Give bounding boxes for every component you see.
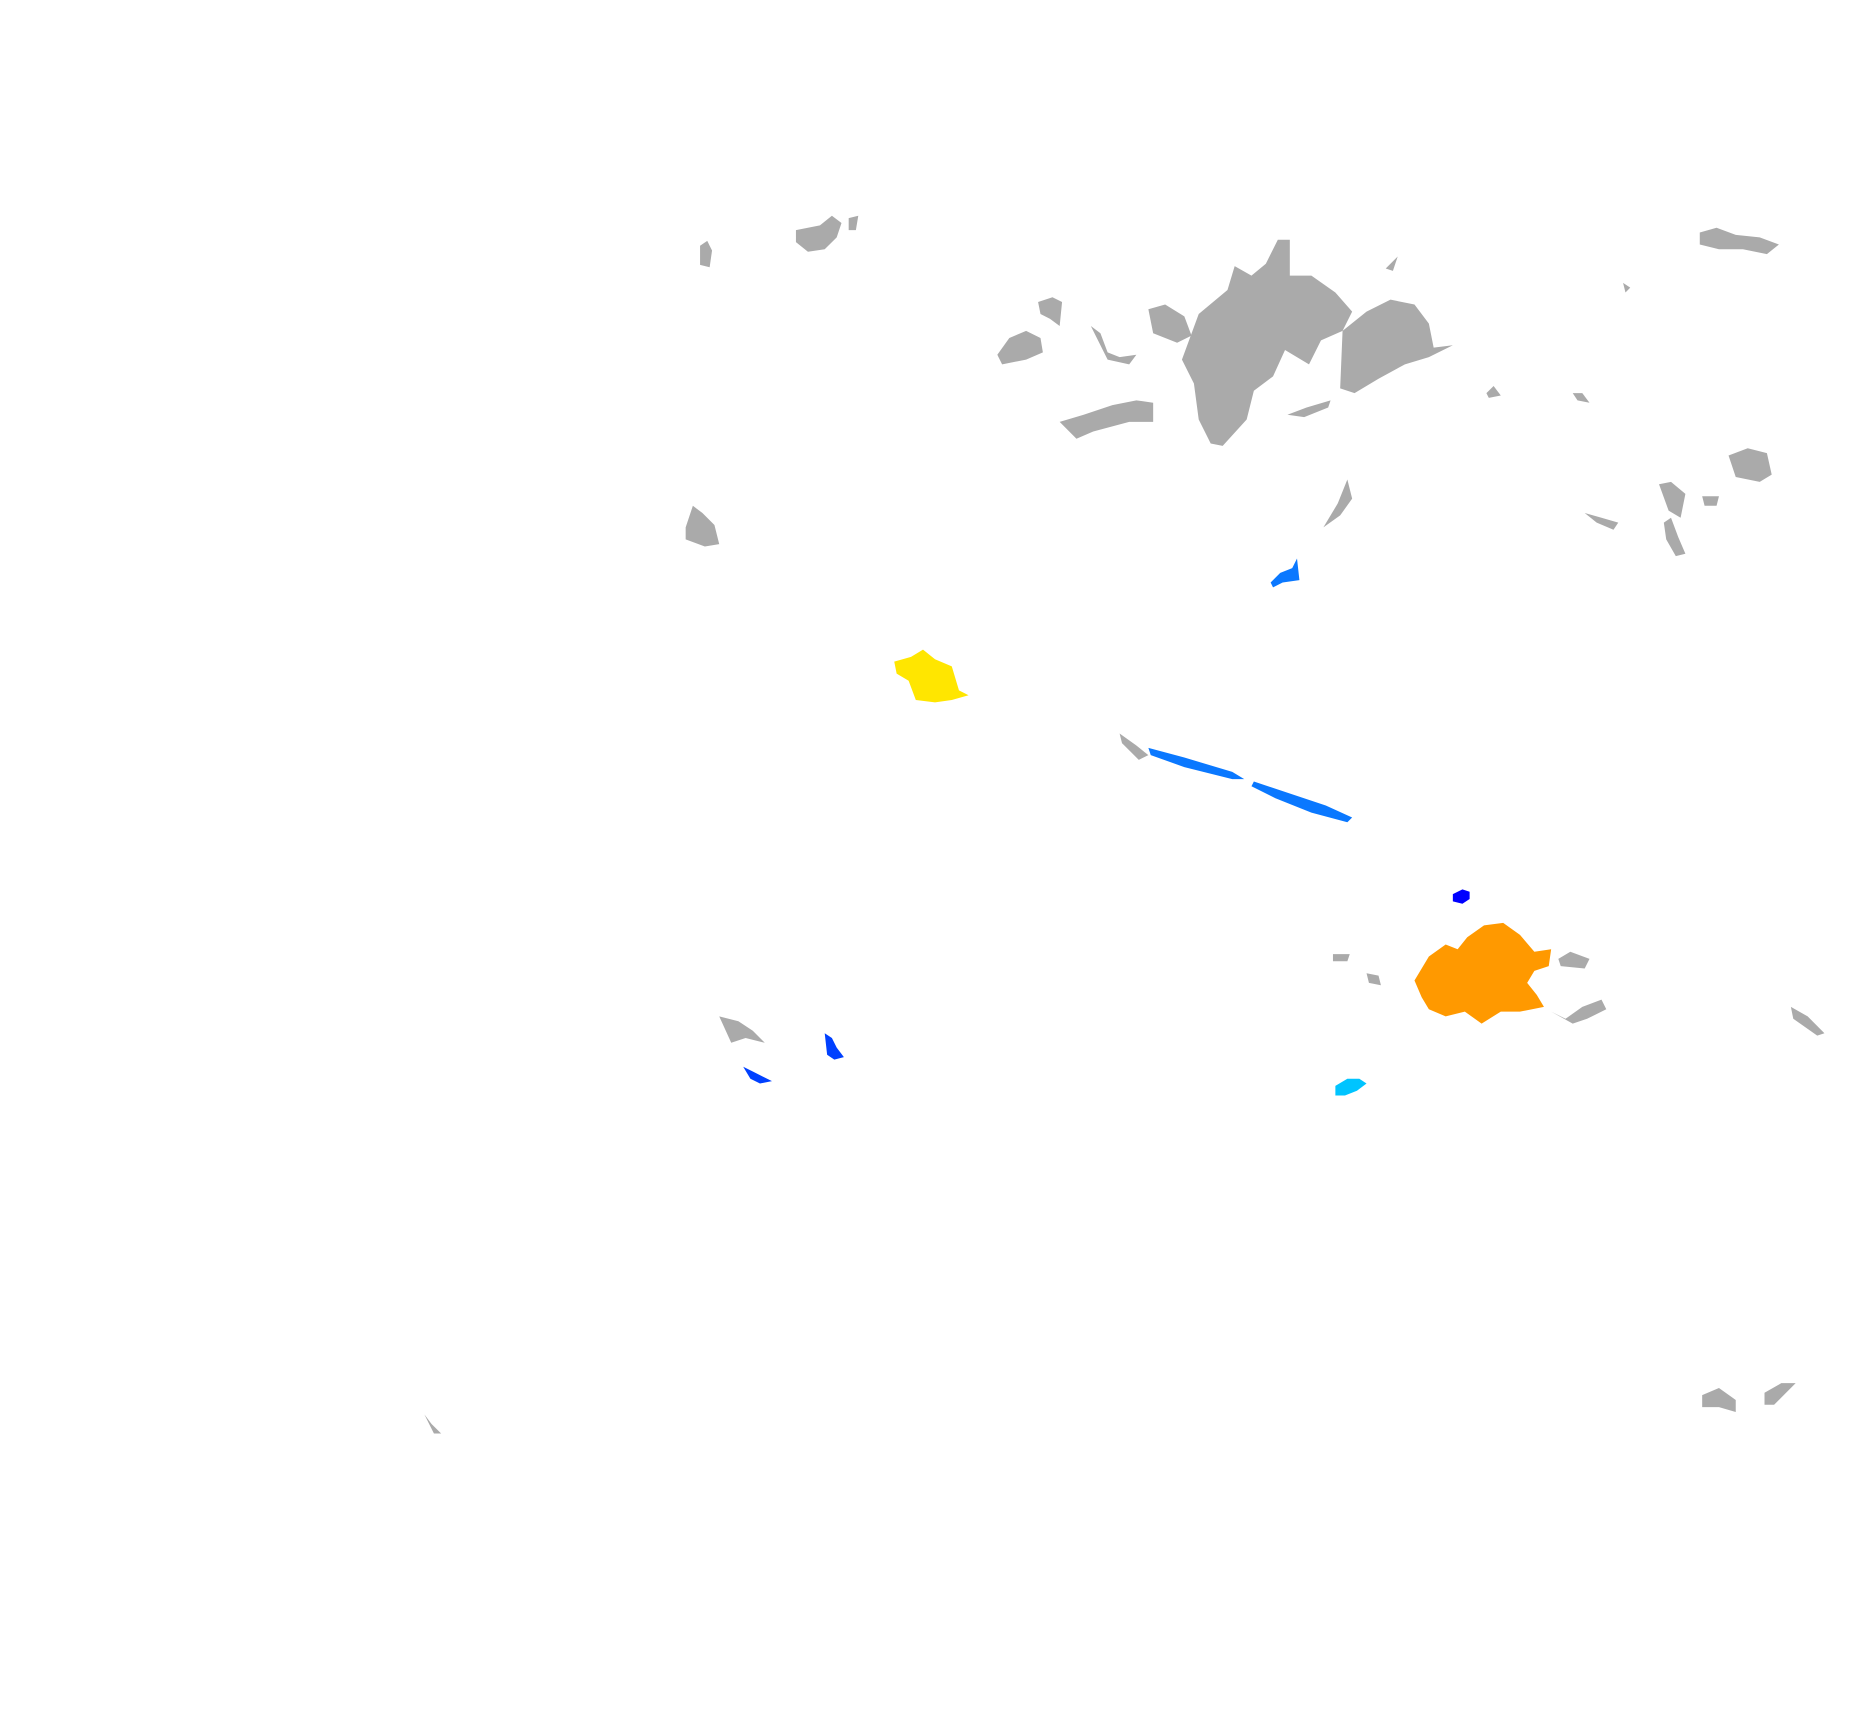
region — [1486, 385, 1501, 398]
region — [685, 505, 720, 547]
region — [1323, 479, 1353, 528]
region-azure-band — [1148, 747, 1353, 823]
region-yellow — [894, 649, 969, 703]
region — [795, 215, 859, 252]
region — [997, 330, 1043, 365]
region — [1119, 733, 1149, 760]
region — [1584, 513, 1619, 530]
region — [700, 240, 713, 268]
region-blue — [1452, 889, 1470, 904]
region — [1385, 256, 1398, 271]
region-royal-1 — [824, 1033, 844, 1060]
region — [1623, 282, 1631, 293]
region — [1181, 239, 1353, 446]
region — [424, 1414, 442, 1434]
region — [1038, 297, 1063, 327]
region-orange — [1414, 922, 1552, 1024]
region-royal-2 — [743, 1066, 772, 1084]
region — [1148, 304, 1192, 343]
region — [1728, 448, 1772, 482]
region — [1702, 1383, 1796, 1412]
region-cyan — [1335, 1078, 1367, 1096]
neutral-regions — [424, 215, 1825, 1434]
region — [1663, 517, 1686, 557]
region — [1572, 393, 1590, 403]
region — [1659, 481, 1719, 518]
region — [1340, 299, 1453, 394]
region — [719, 1016, 765, 1043]
region-azure-north — [1270, 558, 1300, 588]
region — [1551, 951, 1607, 1024]
region — [1287, 400, 1331, 418]
region — [1699, 227, 1779, 255]
region — [1059, 400, 1154, 439]
region — [1332, 954, 1381, 986]
region — [1790, 1006, 1825, 1036]
region — [1090, 326, 1137, 365]
